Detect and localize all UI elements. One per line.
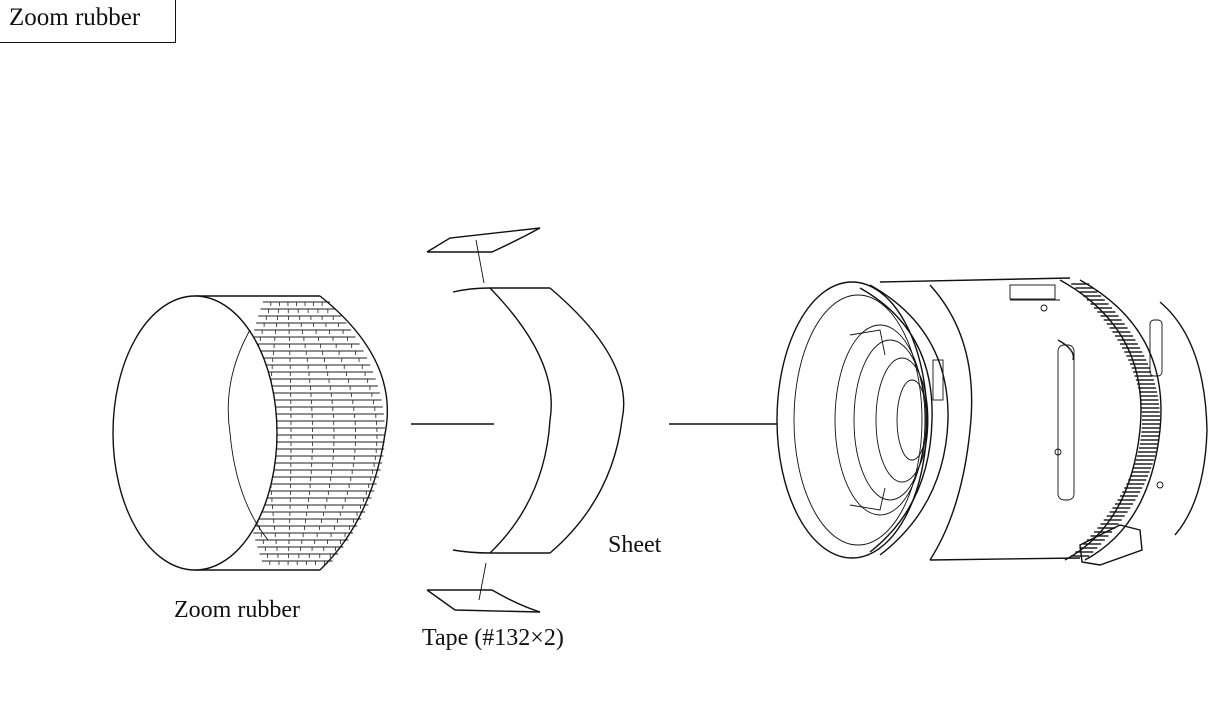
lens-barrel [776,277,1208,566]
zoom-rubber-label: Zoom rubber [174,597,300,623]
zoom-rubber-ring [112,295,389,571]
tape-piece-bottom [426,562,541,613]
lens-front-hood [776,281,928,559]
lens-knurled-ring [1071,283,1160,557]
sheet-band [452,287,625,554]
section-title: Zoom rubber [0,0,176,43]
tape-label: Tape (#132×2) [422,625,564,651]
zoom-rubber-front-opening [112,295,278,571]
sheet-label: Sheet [608,532,662,558]
tape-piece-top [426,227,541,284]
